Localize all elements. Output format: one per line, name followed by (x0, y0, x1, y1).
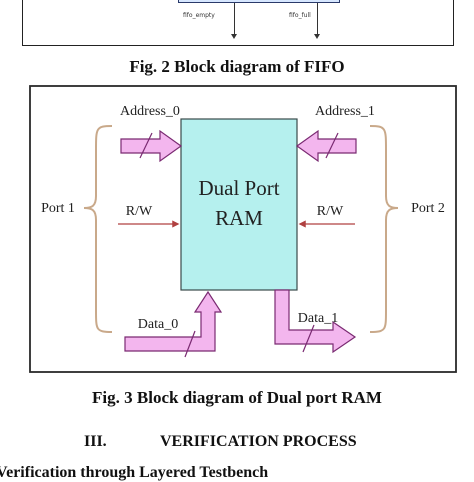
fig2-caption: Fig. 2 Block diagram of FIFO (129, 57, 345, 76)
port-2-brace (369, 125, 399, 333)
port-2-label: Port 2 (411, 201, 445, 216)
fig2-empty-arrow (231, 34, 237, 39)
address-1-label: Address_1 (315, 104, 375, 119)
fig2-fifo-block (178, 0, 340, 3)
address-1-arrow (295, 129, 357, 163)
fig2-full-line (317, 3, 318, 37)
port-1-brace (83, 125, 113, 333)
section-title: VERIFICATION PROCESS (160, 433, 357, 450)
rw-right-label: R/W (317, 204, 344, 219)
data-0-bus-slash (184, 330, 196, 358)
data-1-label: Data_1 (298, 311, 338, 326)
data-1-arrow (274, 289, 357, 354)
fig3-diagram: Dual Port RAM Address_0 Address_1 R/W R/… (29, 85, 457, 373)
port-1-label: Port 1 (41, 201, 75, 216)
dual-port-ram-block (180, 118, 298, 291)
block-label-line2: RAM (215, 206, 263, 230)
data-0-arrow (124, 290, 223, 352)
address-1-bus-slash (325, 132, 339, 159)
fig2-signal-full: fifo_full (289, 12, 311, 19)
address-0-label: Address_0 (120, 104, 180, 119)
address-0-arrow (120, 129, 183, 163)
rw-left-label: R/W (126, 204, 153, 219)
fig2-full-arrow (314, 34, 320, 39)
fig3-caption: Fig. 3 Block diagram of Dual port RAM (92, 388, 382, 407)
data-1-bus-slash (302, 324, 315, 353)
fig2-signal-empty: fifo_empty (183, 12, 215, 19)
section-number: III. (84, 433, 107, 450)
next-heading-partial: Verification through Layered Testbench (0, 464, 269, 481)
address-0-bus-slash (139, 132, 153, 159)
fig2-diagram-frame: fifo_empty fifo_full (22, 0, 454, 46)
data-0-label: Data_0 (138, 317, 178, 332)
fig2-empty-line (234, 3, 235, 37)
block-label-line1: Dual Port (198, 176, 279, 200)
